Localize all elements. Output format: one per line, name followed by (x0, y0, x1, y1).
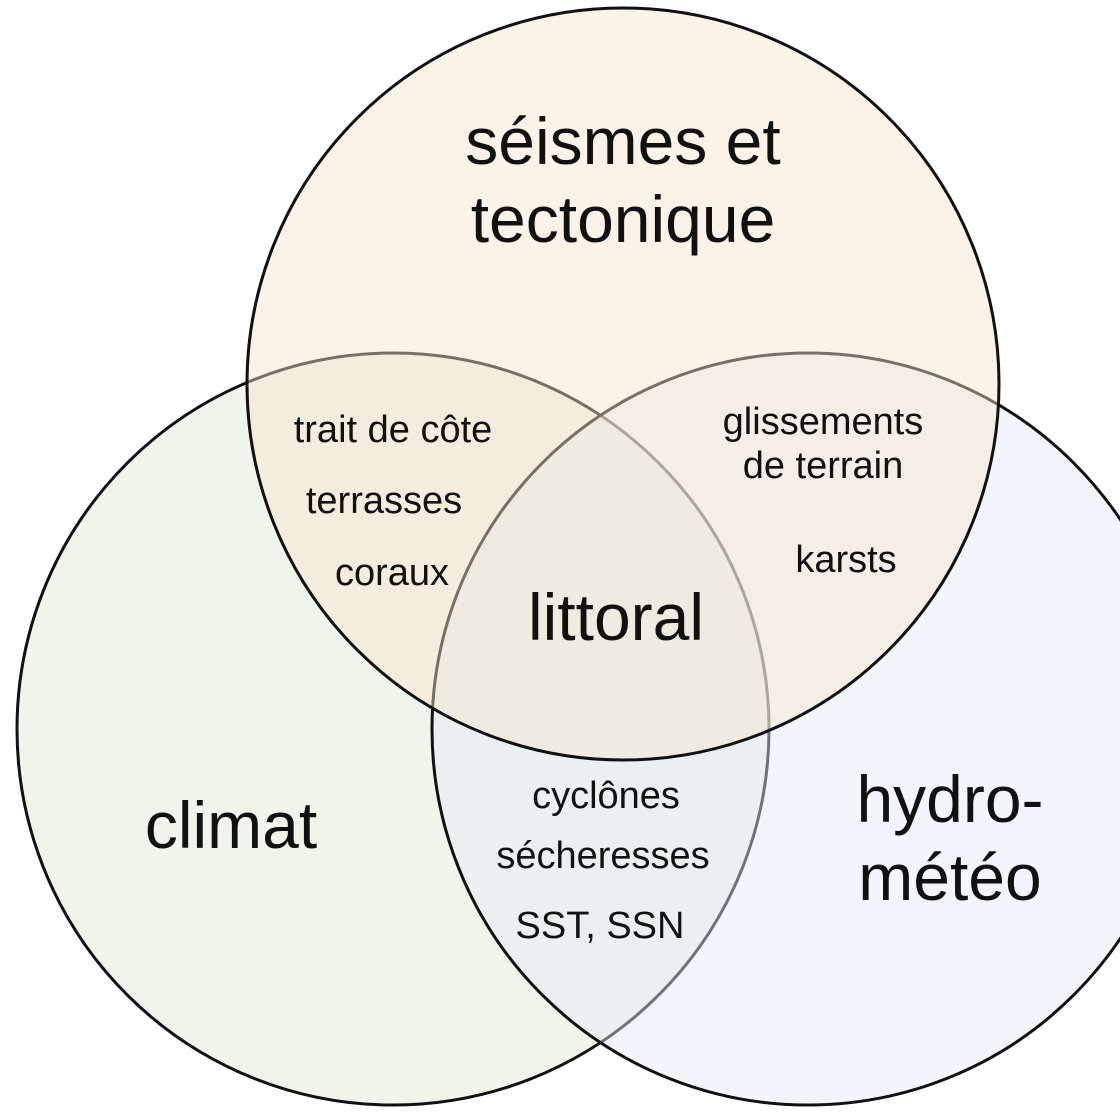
label-terrasses: terrasses (306, 480, 462, 522)
label-trait-de-cote: trait de côte (294, 409, 493, 451)
label-seismes-line-1: séismes et (465, 104, 780, 178)
label-cyclones: cyclônes (532, 775, 680, 817)
label-glissements: glissements (723, 401, 924, 443)
label-hydro-line-2: météo (858, 840, 1041, 914)
label-climat: climat (145, 788, 317, 862)
label-hydro-line-1: hydro- (856, 762, 1043, 836)
label-sst-ssn: SST, SSN (516, 905, 685, 947)
label-littoral: littoral (528, 580, 704, 654)
circle-seismes-tectonique (245, 6, 1001, 762)
label-coraux: coraux (335, 552, 449, 594)
label-de-terrain: de terrain (743, 445, 904, 487)
label-karsts: karsts (795, 539, 896, 581)
label-seismes-line-2: tectonique (471, 182, 776, 256)
label-secheresses: sécheresses (496, 835, 709, 877)
